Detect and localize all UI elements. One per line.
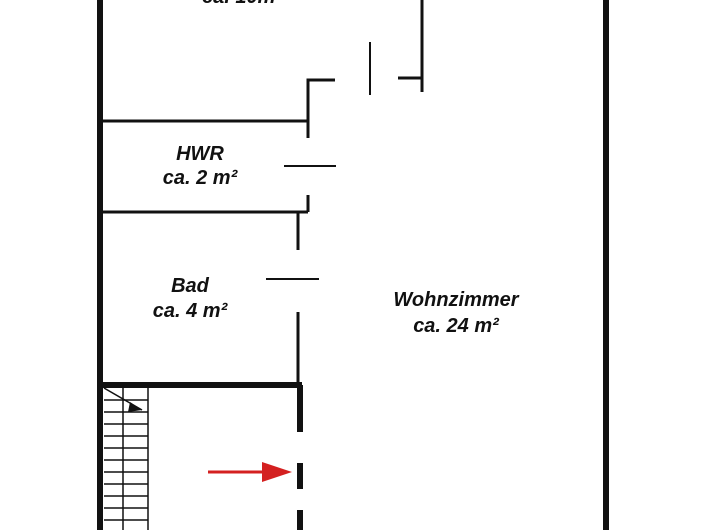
room-wohnzimmer-area: ca. 24 m²: [413, 315, 500, 337]
interior-walls: [100, 0, 424, 386]
door-markers: [266, 42, 371, 280]
room-top-area: ca. 10m²: [202, 0, 283, 8]
room-bad-area: ca. 4 m²: [153, 300, 229, 322]
room-bad-name: Bad: [171, 275, 210, 297]
room-hwr-name: HWR: [176, 143, 224, 165]
room-hwr-area: ca. 2 m²: [163, 167, 239, 189]
entry-arrow-icon: [208, 462, 292, 482]
staircase-icon: [103, 385, 149, 530]
room-wohnzimmer-name: Wohnzimmer: [393, 289, 519, 311]
outer-walls: [97, 0, 609, 530]
stair-corridor-walls: [100, 382, 303, 530]
